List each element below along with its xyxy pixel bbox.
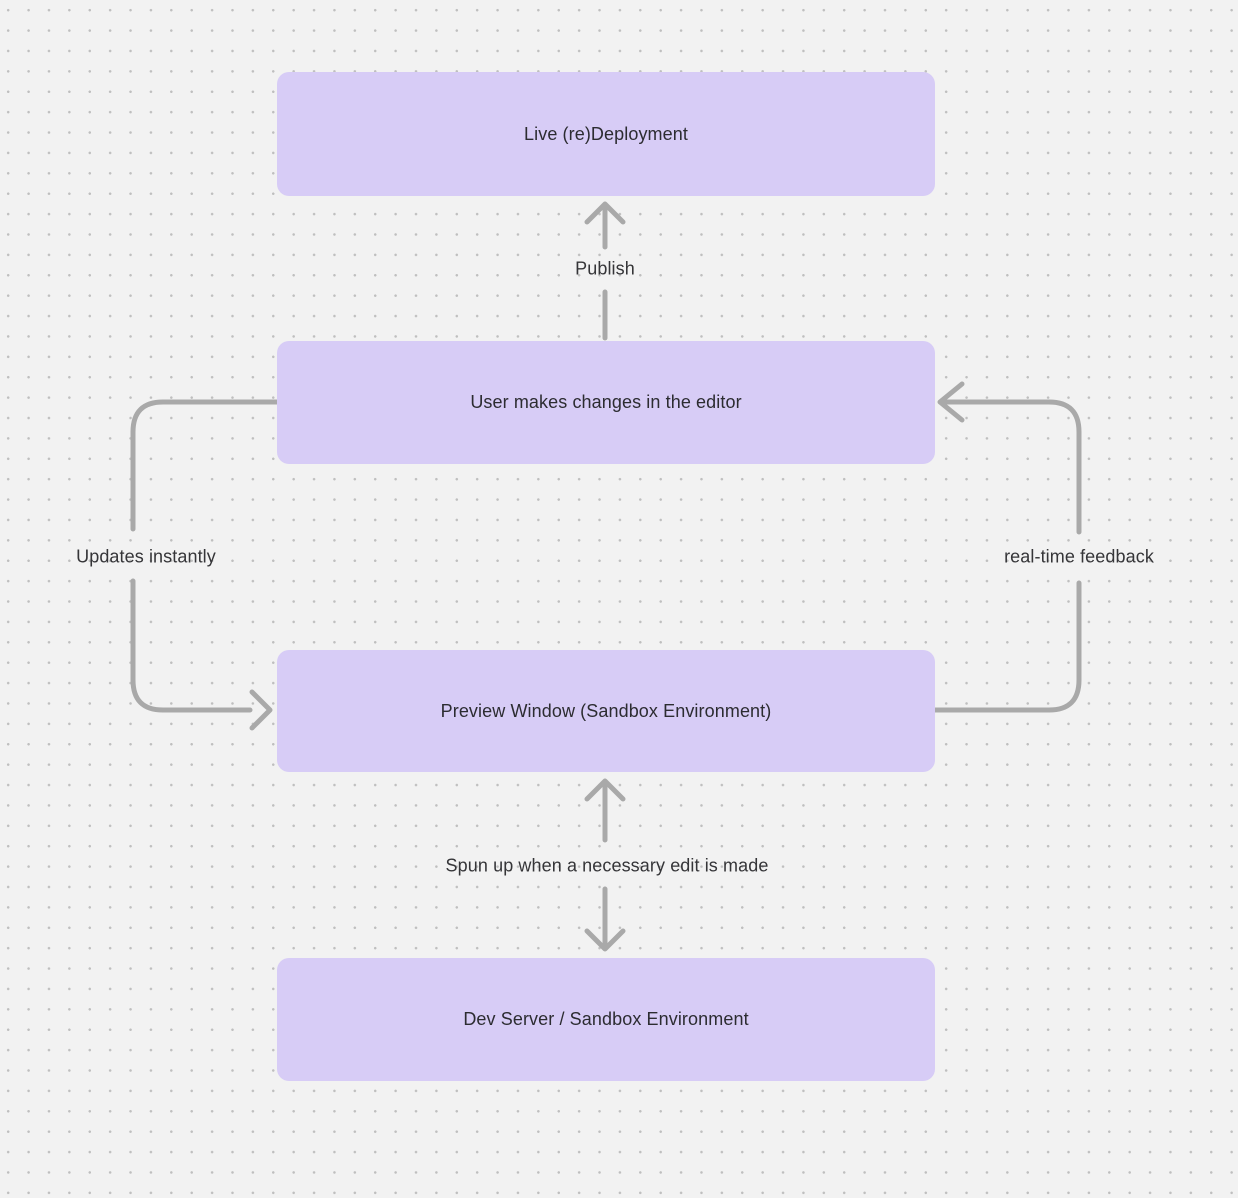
node-live-redeployment-label: Live (re)Deployment	[524, 123, 688, 144]
node-preview-window-label: Preview Window (Sandbox Environment)	[440, 700, 772, 721]
edge-label-updates-instantly: Updates instantly	[76, 546, 216, 567]
node-live-redeployment[interactable]: Live (re)Deployment	[277, 72, 935, 196]
updates-edge-upper	[130, 399, 280, 532]
edge-label-publish: Publish	[575, 258, 635, 279]
spun-arrow-lower	[584, 886, 626, 952]
node-dev-server-label: Dev Server / Sandbox Environment	[463, 1009, 749, 1029]
feedback-edge-lower	[932, 580, 1082, 713]
updates-edge-lower	[130, 578, 273, 731]
edge-label-spun-up: Spun up when a necessary edit is made	[445, 855, 769, 876]
node-user-makes-changes-label: User makes changes in the editor	[470, 392, 742, 412]
feedback-edge-upper	[937, 381, 1082, 535]
publish-arrow-upper	[584, 201, 626, 250]
node-dev-server[interactable]: Dev Server / Sandbox Environment	[277, 958, 935, 1081]
node-user-makes-changes[interactable]: User makes changes in the editor	[277, 341, 935, 464]
edge-label-real-time-feedback: real-time feedback	[1004, 546, 1154, 567]
node-preview-window[interactable]: Preview Window (Sandbox Environment)	[277, 650, 935, 772]
spun-arrow-upper	[584, 778, 626, 843]
